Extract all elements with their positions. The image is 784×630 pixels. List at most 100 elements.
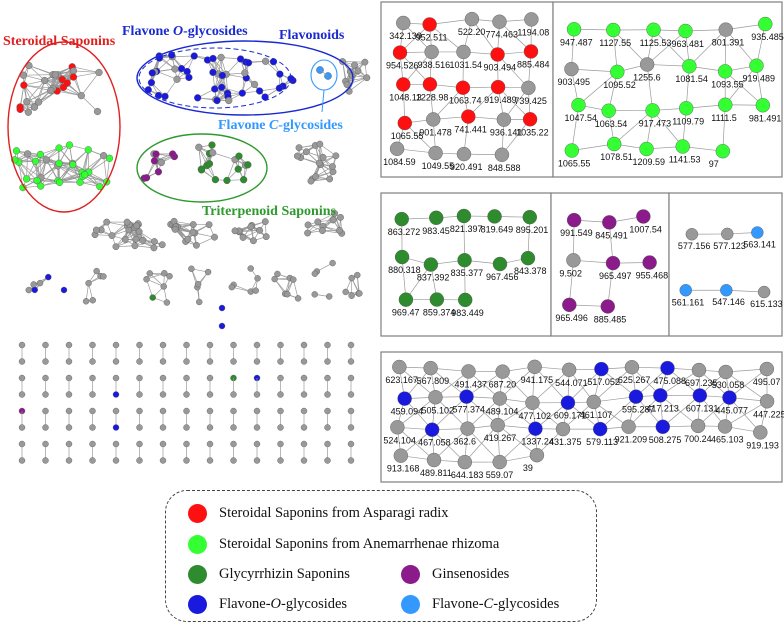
network-node	[148, 69, 156, 77]
legend-item-asparagi: Steroidal Saponins from Asparagi radix	[188, 504, 449, 523]
network-node	[300, 457, 308, 464]
network-edge	[156, 71, 178, 80]
network-node	[36, 150, 45, 159]
node-mz-label: 530.058	[712, 380, 745, 390]
network-node	[342, 288, 349, 296]
label-triterpenoid-saponins: Triterpenoid Saponins	[202, 204, 336, 219]
network-node	[601, 103, 616, 118]
network-node	[112, 358, 120, 365]
network-node	[217, 53, 225, 61]
network-edge	[601, 368, 637, 397]
network-node	[211, 176, 220, 184]
node-mz-label: 544.071	[555, 378, 588, 388]
network-node	[171, 225, 179, 233]
network-node	[194, 280, 202, 288]
network-node	[600, 299, 615, 314]
node-mz-label: 983.45	[422, 226, 450, 236]
network-node	[361, 58, 369, 66]
network-node	[25, 286, 32, 294]
network-edge	[729, 397, 761, 433]
node-mz-label: 845.491	[595, 230, 628, 240]
network-node	[160, 283, 167, 290]
network-node	[645, 103, 660, 118]
network-node	[195, 143, 203, 151]
network-node	[718, 364, 733, 380]
node-mz-label: 1065.55	[558, 159, 591, 169]
flavonoids-outline	[136, 40, 354, 116]
network-node	[150, 244, 158, 252]
network-node	[22, 175, 31, 183]
network-node	[24, 108, 32, 116]
network-node	[89, 297, 96, 304]
network-node	[290, 276, 297, 283]
node-mz-label: 491.437	[455, 379, 488, 389]
network-node	[675, 139, 690, 154]
network-edge	[18, 161, 42, 179]
network-node	[274, 270, 281, 278]
network-node	[424, 44, 439, 60]
network-node	[136, 391, 143, 398]
network-node	[230, 391, 237, 398]
flavone-c-pointer	[321, 89, 325, 113]
network-node	[646, 22, 661, 37]
network-node	[77, 92, 85, 100]
network-node	[642, 255, 657, 270]
network-node	[457, 454, 473, 470]
network-node	[461, 109, 476, 124]
network-node	[60, 286, 68, 294]
network-node	[16, 105, 24, 113]
network-node	[300, 424, 308, 431]
network-node	[564, 61, 579, 77]
network-node	[311, 291, 318, 298]
legend-label: Ginsenosides	[432, 566, 510, 582]
network-node	[423, 360, 438, 376]
network-node	[100, 273, 107, 280]
network-edge	[26, 80, 45, 102]
network-node	[247, 223, 255, 231]
network-node	[393, 448, 409, 463]
network-node	[58, 75, 66, 84]
network-node	[428, 145, 443, 161]
network-node	[610, 64, 625, 80]
network-node	[112, 424, 120, 431]
network-node	[571, 97, 586, 113]
node-mz-label: 1209.59	[633, 157, 666, 167]
node-mz-label: 489.811	[420, 468, 452, 478]
node-mz-label: 447.225	[753, 409, 784, 419]
network-node	[691, 362, 707, 378]
network-node	[759, 394, 775, 409]
node-mz-label: 97	[709, 159, 719, 169]
network-node	[136, 424, 143, 431]
network-node	[428, 390, 443, 405]
node-mz-label: 1049.55	[422, 161, 455, 171]
network-edge	[567, 368, 602, 403]
network-node	[487, 209, 502, 224]
network-edge	[59, 164, 74, 183]
node-mz-label: 936.141	[490, 128, 523, 138]
network-node	[146, 270, 153, 277]
legend-swatch-blue	[188, 595, 207, 614]
legend-label: Steroidal Saponins from Anemarrhenae rhi…	[219, 536, 500, 552]
network-node	[490, 47, 505, 62]
network-node	[20, 81, 28, 89]
network-node	[494, 147, 510, 162]
network-node	[42, 457, 49, 464]
node-mz-label: 625.267	[618, 375, 651, 385]
network-node	[527, 359, 542, 375]
network-node	[639, 141, 654, 157]
network-node	[136, 457, 143, 464]
network-node	[84, 146, 92, 154]
network-edge	[613, 110, 653, 145]
network-edge	[226, 159, 236, 181]
network-node	[65, 391, 73, 398]
network-node	[209, 149, 217, 157]
network-node	[256, 226, 264, 234]
node-mz-label: 579.113	[586, 437, 618, 447]
node-mz-label: 917.473	[639, 118, 672, 128]
network-node	[152, 150, 160, 158]
network-node	[496, 112, 512, 127]
legend-item-glycyrrhizin: Glycyrrhizin Saponins	[188, 565, 350, 584]
network-node	[392, 45, 408, 60]
legend-label: Steroidal Saponins from Asparagi radix	[219, 505, 449, 521]
